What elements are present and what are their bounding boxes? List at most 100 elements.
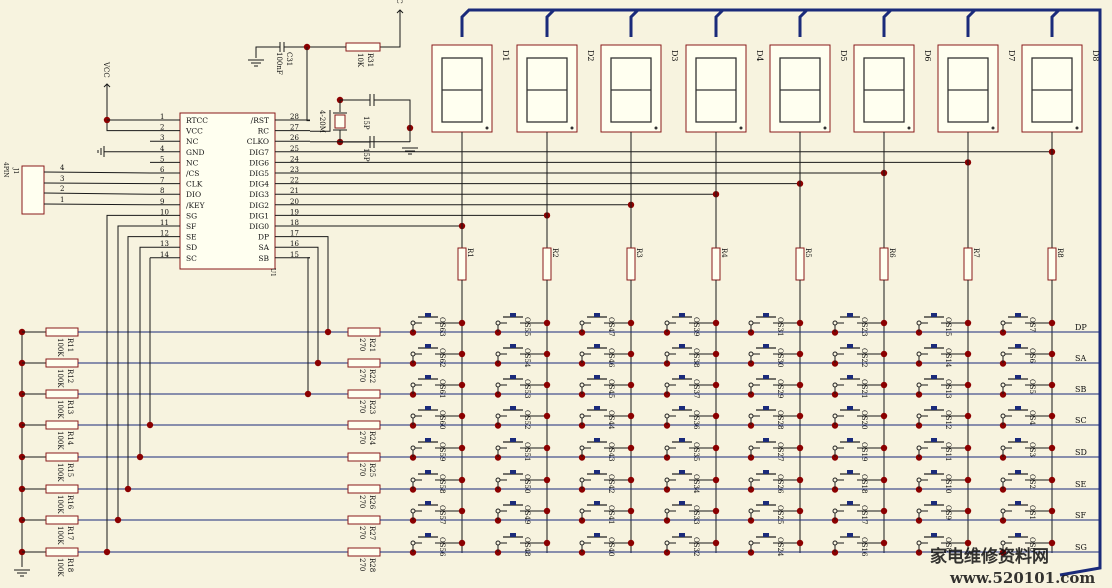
junction-dot	[627, 381, 635, 389]
junction-dot	[458, 350, 466, 358]
ic-pin-number: 20	[290, 198, 299, 206]
wire	[255, 46, 280, 58]
key-switch	[410, 313, 462, 326]
junction-dot	[494, 486, 502, 493]
ic-pin-number: 5	[160, 155, 164, 163]
connector-type: 4PIN	[2, 162, 9, 177]
junction-dot	[663, 549, 671, 556]
switch-label: OS2	[1028, 474, 1036, 489]
ic-pin-name: SE	[186, 233, 197, 242]
digit-bus-branch	[629, 8, 640, 37]
junction-dot	[712, 350, 720, 358]
junction-dot	[458, 412, 466, 420]
junction-dot	[1048, 539, 1056, 547]
component-ref: R13	[66, 400, 74, 414]
segment-label: SG	[1075, 543, 1087, 552]
crystal-icon	[334, 114, 346, 129]
junction-dot	[831, 549, 839, 556]
key-switch	[664, 438, 716, 451]
segment-drive	[307, 257, 310, 394]
junction-dot	[114, 516, 122, 524]
switch-label: OS34	[692, 474, 700, 494]
key-switch	[495, 470, 547, 483]
seven-segment-digit-6	[853, 44, 915, 133]
junction-dot	[712, 412, 720, 420]
key-switch	[916, 406, 968, 419]
reset-net	[306, 47, 310, 122]
ic-pin-number: 4	[160, 145, 165, 153]
ic-ref: U1	[269, 268, 276, 277]
ic-pin-number: 6	[160, 166, 165, 174]
vcc-arrow-icon	[103, 83, 111, 88]
key-switch	[579, 533, 631, 546]
resistor-r22	[347, 358, 381, 368]
component-ref: R15	[66, 463, 74, 477]
digit-bus-branch	[714, 8, 725, 37]
switch-label: OS21	[860, 379, 868, 398]
ic-pin-name: NC	[186, 137, 199, 146]
switch-label: OS8	[944, 537, 952, 552]
junction-dot	[964, 539, 972, 547]
junction-dot	[880, 444, 888, 452]
junction-dot	[831, 517, 839, 524]
switch-label: OS44	[607, 410, 615, 430]
ic-pin-name: DP	[258, 233, 269, 242]
key-switch	[1000, 406, 1052, 419]
component-value: 15P	[362, 116, 370, 130]
junction-dot	[578, 486, 586, 493]
junction-dot	[747, 517, 755, 524]
switch-label: OS31	[776, 317, 784, 336]
junction-dot	[543, 507, 551, 515]
junction-dot	[663, 486, 671, 493]
junction-dot	[915, 422, 923, 429]
component-ref: R6	[888, 248, 896, 258]
connector-pin-number: 4	[60, 164, 65, 172]
digit-label: D2	[586, 50, 595, 62]
vcc-arrow-icon	[396, 9, 404, 14]
junction-dot	[103, 548, 111, 556]
junction-dot	[543, 350, 551, 358]
junction-dot	[627, 350, 635, 358]
junction-dot	[543, 539, 551, 547]
component-ref: R3	[635, 248, 643, 258]
junction-dot	[712, 319, 720, 327]
resistor-r26	[347, 484, 381, 494]
component-value: 100K	[56, 558, 64, 577]
junction-dot	[796, 350, 804, 358]
junction-dot	[999, 422, 1007, 429]
ic-pin-number: 16	[290, 240, 299, 248]
ic-pin-number: 27	[290, 124, 299, 132]
component-ref: R28	[368, 558, 376, 572]
junction-dot	[627, 507, 635, 515]
switch-label: OS33	[692, 505, 700, 524]
resistor-r2	[542, 247, 552, 281]
key-switch	[916, 375, 968, 388]
junction-dot	[409, 422, 417, 429]
junction-dot	[880, 412, 888, 420]
key-switch	[495, 438, 547, 451]
junction-dot	[831, 486, 839, 493]
key-switch	[748, 438, 800, 451]
junction-dot	[627, 412, 635, 420]
resistor-r28	[347, 547, 381, 557]
junction-dot	[578, 454, 586, 461]
switch-label: OS49	[523, 505, 531, 524]
junction-dot	[663, 422, 671, 429]
junction-dot	[915, 549, 923, 556]
switch-label: OS42	[607, 474, 615, 493]
junction-dot	[999, 454, 1007, 461]
switch-label: OS61	[438, 379, 446, 398]
junction-dot	[543, 381, 551, 389]
ic-pin-name: RC	[258, 127, 270, 136]
switch-label: OS56	[438, 537, 446, 557]
switch-label: OS45	[607, 379, 615, 398]
ic-pin-number: 7	[160, 177, 164, 185]
junction-dot	[831, 329, 839, 336]
junction-dot	[1048, 412, 1056, 420]
junction-dot	[712, 507, 720, 515]
junction-dot	[964, 444, 972, 452]
junction-dot	[999, 391, 1007, 398]
key-switch	[832, 501, 884, 514]
ic-pin-name: DIG2	[249, 201, 269, 210]
junction-dot	[747, 391, 755, 398]
